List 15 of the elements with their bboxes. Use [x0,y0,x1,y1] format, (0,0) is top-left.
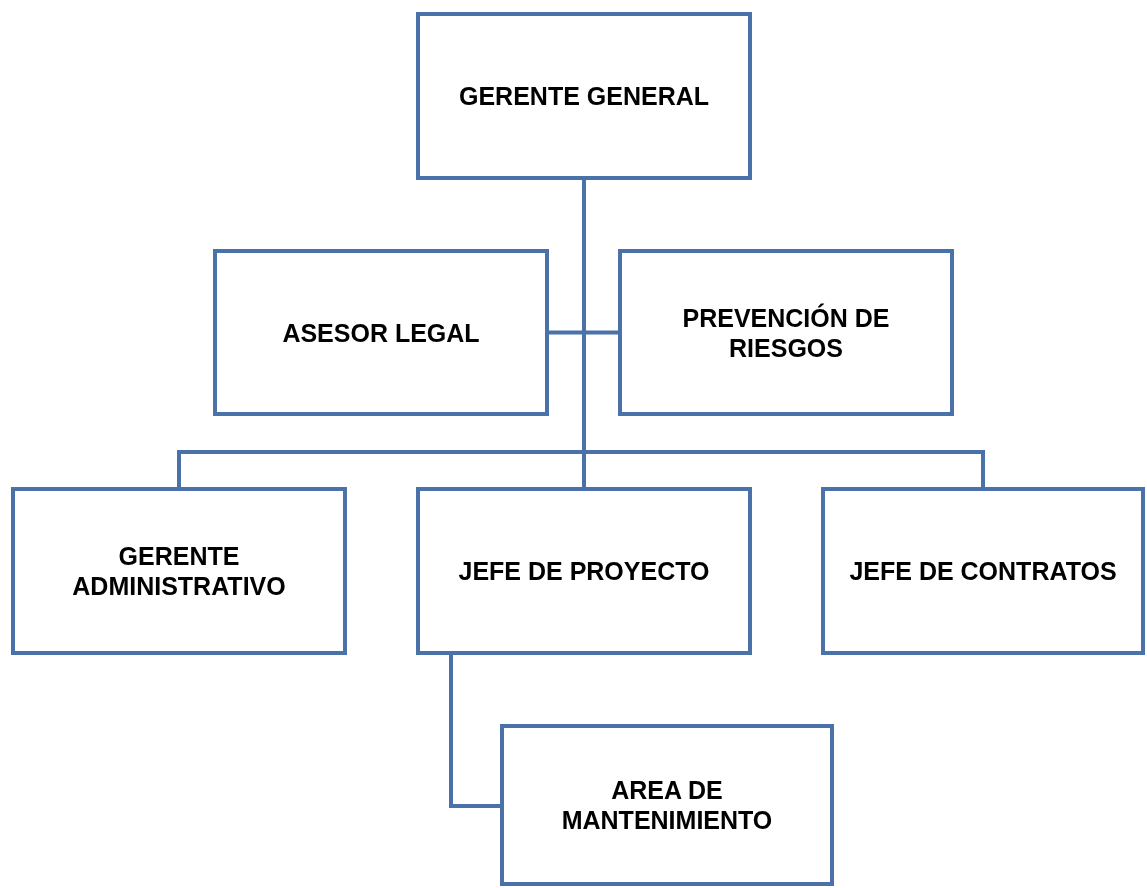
org-box [416,487,752,655]
org-box [821,487,1145,655]
role-title: PREVENCIÓN DE RIESGOS [681,302,891,363]
role-title: AREA DE MANTENIMIENTO [560,775,774,835]
org-box [213,249,549,416]
org-box [500,724,834,886]
org-box [11,487,347,655]
connector-line [449,655,500,808]
role-title: ASESOR LEGAL [281,317,481,348]
role-title: GERENTE ADMINISTRATIVO [71,541,287,601]
org-box [618,249,954,416]
role-title: GERENTE GENERAL [458,81,710,111]
role-title: JEFE DE CONTRATOS [848,556,1118,586]
role-title: JEFE DE PROYECTO [457,556,711,586]
org-box [416,12,752,180]
